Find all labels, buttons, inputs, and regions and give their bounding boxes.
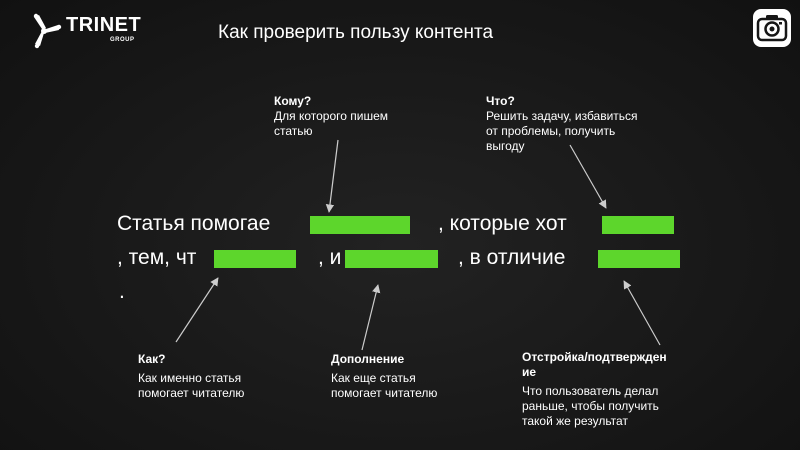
camera-icon: [753, 9, 791, 47]
note-dopolnenie-line1: Как еще статья: [331, 371, 416, 385]
page-title: Как проверить пользу контента: [218, 22, 494, 43]
sentence-part5: , в отличие: [458, 246, 566, 269]
note-chto-line1: Решить задачу, избавиться: [486, 109, 638, 123]
note-komu-heading: Кому?: [274, 94, 312, 108]
blank-field-4: [345, 250, 438, 268]
logo-name: TRINET: [66, 14, 142, 36]
logo-subtitle: GROUP: [110, 37, 135, 43]
note-kak-heading: Как?: [138, 352, 166, 366]
sentence-part2: , которые хот: [438, 212, 567, 235]
arrow-chto: [569, 144, 607, 209]
sentence-part1: Статья помогае: [117, 212, 271, 235]
note-kak: Как? Как именно статья помогает читателю: [138, 352, 244, 401]
note-dopolnenie: Дополнение Как еще статья помогает читат…: [331, 352, 437, 401]
blank-field-2: [602, 216, 674, 234]
note-komu-line2: статью: [274, 124, 313, 138]
arrow-dopolnenie: [361, 284, 381, 351]
note-otstroika-heading1: Отстройка/подтвержден: [522, 350, 667, 364]
sentence-part4: , и: [318, 246, 342, 269]
note-otstroika-line1: Что пользователь делал: [522, 384, 659, 398]
blank-field-5: [598, 250, 680, 268]
note-otstroika-line3: такой же результат: [522, 414, 628, 428]
note-chto: Что? Решить задачу, избавиться от пробле…: [486, 94, 638, 154]
note-chto-line3: выгоду: [486, 139, 525, 153]
blank-field-3: [214, 250, 296, 268]
trinet-logo-icon: [33, 13, 62, 49]
note-dopolnenie-heading: Дополнение: [331, 352, 405, 366]
note-dopolnenie-line2: помогает читателю: [331, 386, 438, 400]
arrow-otstroika: [623, 280, 661, 346]
note-chto-heading: Что?: [486, 94, 515, 108]
note-kak-line1: Как именно статья: [138, 371, 242, 385]
sentence-part3: , тем, чт: [117, 246, 197, 269]
sentence-part6: .: [119, 280, 125, 303]
note-otstroika-line2: раньше, чтобы получить: [522, 399, 659, 413]
note-chto-line2: от проблемы, получить: [486, 124, 616, 138]
note-komu: Кому? Для которого пишем статью: [274, 94, 388, 139]
note-otstroika-heading2: ие: [522, 365, 537, 379]
note-kak-line2: помогает читателю: [138, 386, 245, 400]
blank-field-1: [310, 216, 410, 234]
arrow-kak: [175, 277, 219, 343]
arrow-komu: [325, 139, 339, 213]
note-komu-line1: Для которого пишем: [274, 109, 389, 123]
note-otstroika: Отстройка/подтвержден ие Что пользовател…: [522, 350, 667, 429]
